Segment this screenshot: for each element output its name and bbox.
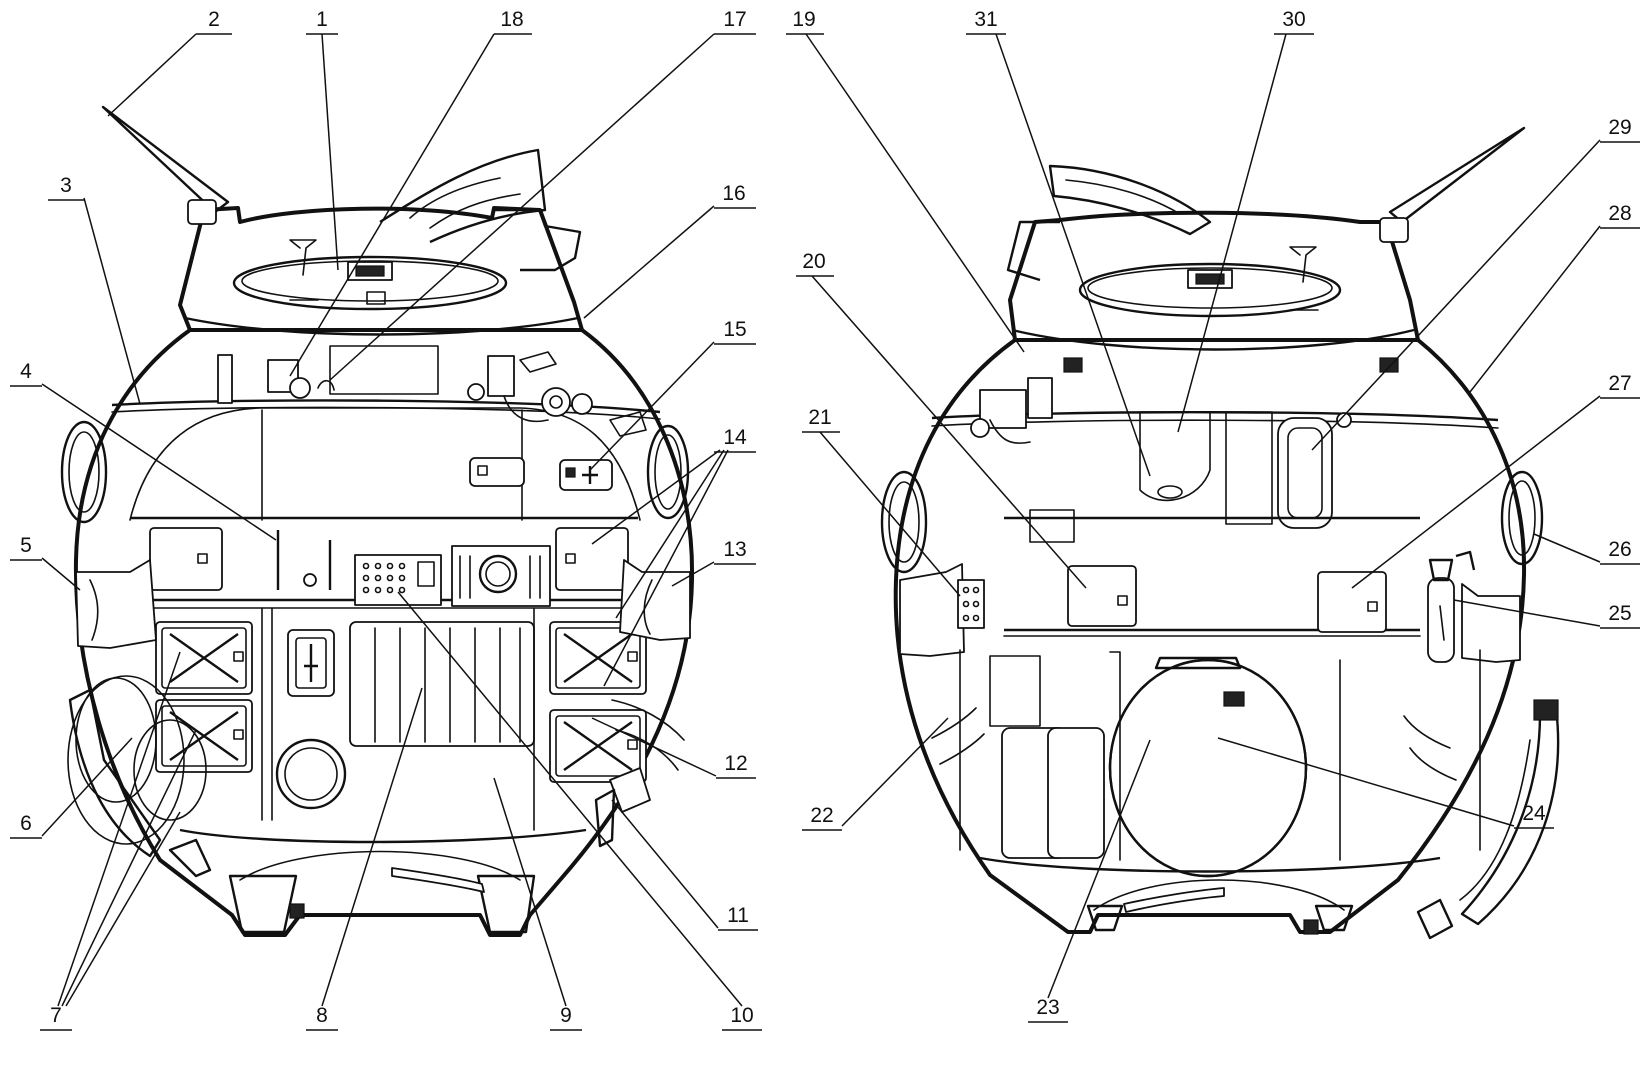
callout-label-30: 30: [1282, 8, 1305, 31]
callout-label-16: 16: [722, 182, 745, 205]
callout-leaders: [10, 33, 1640, 1031]
callout-leader-30-1: [1177, 33, 1287, 433]
right-hull-outline: [893, 338, 1527, 934]
left-module-view: [60, 105, 695, 937]
callout-leader-14-1: [591, 449, 721, 545]
callout-leader-22-1: [841, 717, 949, 827]
callout-leader-9-1: [493, 777, 567, 1007]
callout-label-6: 6: [20, 812, 32, 835]
callout-leader-31-1: [995, 33, 1151, 477]
callout-label-2: 2: [208, 8, 220, 31]
left-hull-outline: [73, 328, 695, 937]
callout-leader-1-1: [321, 33, 339, 271]
callout-label-4: 4: [20, 360, 32, 383]
callout-leader-12-1: [591, 717, 717, 777]
callout-leader-21-1: [819, 431, 961, 597]
callout-label-20: 20: [802, 250, 825, 273]
right-module-view: [880, 126, 1560, 940]
callout-leader-5-1: [41, 557, 81, 591]
callout-label-26: 26: [1608, 538, 1631, 561]
callout-label-10: 10: [730, 1004, 753, 1027]
callout-label-13: 13: [723, 538, 746, 561]
callout-label-14: 14: [723, 426, 747, 449]
callout-leader-13-1: [671, 561, 715, 587]
callout-leader-25-1: [1453, 599, 1601, 627]
callout-leader-24-1: [1217, 737, 1515, 827]
callout-leader-28-1: [1469, 225, 1601, 393]
callout-leader-11-1: [611, 799, 719, 929]
callout-label-15: 15: [723, 318, 746, 341]
callout-leader-8-1: [321, 687, 423, 1007]
callout-leader-6-1: [41, 737, 133, 837]
callout-leader-26-1: [1533, 533, 1601, 563]
callout-leader-14-3: [603, 449, 729, 687]
callout-label-29: 29: [1608, 116, 1631, 139]
callout-label-7: 7: [50, 1004, 62, 1027]
callout-label-9: 9: [560, 1004, 572, 1027]
callout-leader-16-1: [583, 205, 715, 319]
callout-label-27: 27: [1608, 372, 1631, 395]
callout-label-11: 11: [727, 904, 749, 927]
callout-leader-14-2: [615, 449, 725, 619]
callout-leader-18-1: [289, 33, 495, 377]
callout-leader-10-1: [397, 591, 743, 1007]
callout-label-8: 8: [316, 1004, 328, 1027]
callout-label-19: 19: [792, 8, 815, 31]
callout-label-23: 23: [1036, 996, 1059, 1019]
callout-label-5: 5: [20, 534, 32, 557]
callout-leader-19-1: [805, 33, 1025, 353]
callout-label-25: 25: [1608, 602, 1631, 625]
callout-leader-27-1: [1351, 395, 1601, 589]
callout-leader-3-1: [83, 197, 141, 405]
callout-label-18: 18: [500, 8, 523, 31]
callout-label-31: 31: [974, 8, 997, 31]
callout-label-1: 1: [316, 8, 328, 31]
callout-label-24: 24: [1522, 802, 1546, 825]
callout-label-12: 12: [724, 752, 747, 775]
callout-leader-2-1: [107, 33, 197, 117]
callout-leader-7-2: [61, 729, 197, 1007]
callout-label-3: 3: [60, 174, 72, 197]
callout-leader-20-1: [811, 275, 1087, 589]
callout-leader-29-1: [1311, 139, 1601, 451]
callout-leader-7-1: [57, 651, 181, 1007]
callout-leader-4-1: [41, 383, 277, 541]
callout-leader-7-3: [65, 811, 181, 1007]
callout-label-17: 17: [723, 8, 746, 31]
callout-label-28: 28: [1608, 202, 1631, 225]
callout-label-22: 22: [810, 804, 833, 827]
callout-label-21: 21: [808, 406, 831, 429]
callout-leader-15-1: [589, 341, 715, 471]
callout-leader-23-1: [1047, 739, 1151, 999]
callout-leader-17-1: [329, 33, 715, 381]
